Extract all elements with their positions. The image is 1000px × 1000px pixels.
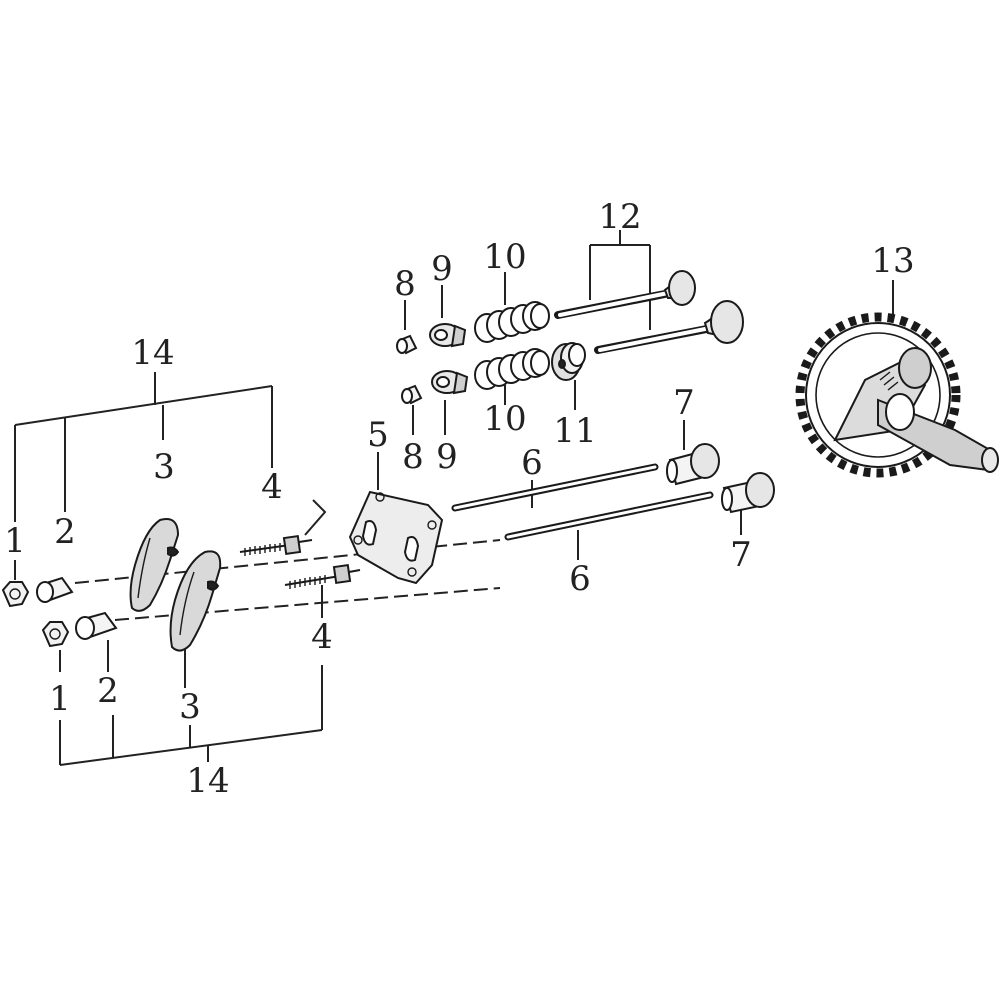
push-rod-part-6b bbox=[504, 491, 714, 541]
label-8-bottom: 8 bbox=[402, 437, 424, 477]
label-1-top: 1 bbox=[4, 521, 26, 561]
label-9-bottom: 9 bbox=[436, 437, 458, 477]
rocker-stud-part-4b bbox=[284, 563, 361, 589]
label-2-bottom: 2 bbox=[97, 671, 119, 711]
rocker-arm-part-3b bbox=[169, 550, 222, 652]
label-4-top: 4 bbox=[261, 467, 283, 507]
nut-part-1b bbox=[41, 621, 70, 648]
part-number-labels: 1 1 2 2 3 3 4 4 5 6 6 7 7 8 8 9 9 10 10 … bbox=[4, 197, 914, 801]
label-7-top: 7 bbox=[673, 383, 695, 423]
label-10-bottom: 10 bbox=[483, 399, 526, 439]
rocker-stud-part-4a bbox=[239, 534, 313, 556]
label-3-top: 3 bbox=[153, 447, 175, 487]
label-8-top: 8 bbox=[394, 264, 416, 304]
label-2-top: 2 bbox=[54, 512, 76, 552]
camshaft-gear-part-13 bbox=[795, 312, 999, 478]
label-11: 11 bbox=[553, 411, 596, 451]
label-7-bottom: 7 bbox=[730, 535, 752, 575]
tappet-part-7b bbox=[721, 472, 775, 514]
valve-stem-seal-part-11 bbox=[551, 342, 586, 381]
label-14-top: 14 bbox=[131, 333, 174, 373]
valve-keeper-part-8b bbox=[401, 384, 423, 405]
label-6-bottom: 6 bbox=[569, 559, 591, 599]
tappet-part-7a bbox=[666, 443, 720, 486]
valve-part-12a bbox=[554, 270, 696, 319]
label-12: 12 bbox=[598, 197, 641, 237]
label-6-top: 6 bbox=[521, 443, 543, 483]
guide-plate-part-5 bbox=[348, 490, 444, 585]
valve-part-12b bbox=[594, 300, 744, 354]
valve-keeper-part-8a bbox=[396, 334, 418, 355]
spring-retainer-part-9b bbox=[431, 370, 469, 395]
label-13: 13 bbox=[871, 241, 914, 281]
label-1-bottom: 1 bbox=[49, 679, 71, 719]
label-4-bottom: 4 bbox=[311, 617, 333, 657]
rocker-arm-part-3a bbox=[129, 518, 180, 612]
label-14-bottom: 14 bbox=[186, 761, 229, 801]
valve-spring-part-10b bbox=[474, 348, 550, 390]
label-3-bottom: 3 bbox=[179, 687, 201, 727]
label-9-top: 9 bbox=[431, 249, 453, 289]
nut-part-1a bbox=[1, 581, 30, 608]
label-10-top: 10 bbox=[483, 237, 526, 277]
pivot-sleeve-part-2a bbox=[36, 576, 74, 603]
push-rod-part-6a bbox=[451, 463, 659, 512]
pivot-sleeve-part-2b bbox=[75, 611, 118, 640]
spring-retainer-part-9a bbox=[429, 323, 467, 348]
valve-spring-part-10a bbox=[474, 301, 550, 343]
label-5: 5 bbox=[367, 415, 389, 455]
